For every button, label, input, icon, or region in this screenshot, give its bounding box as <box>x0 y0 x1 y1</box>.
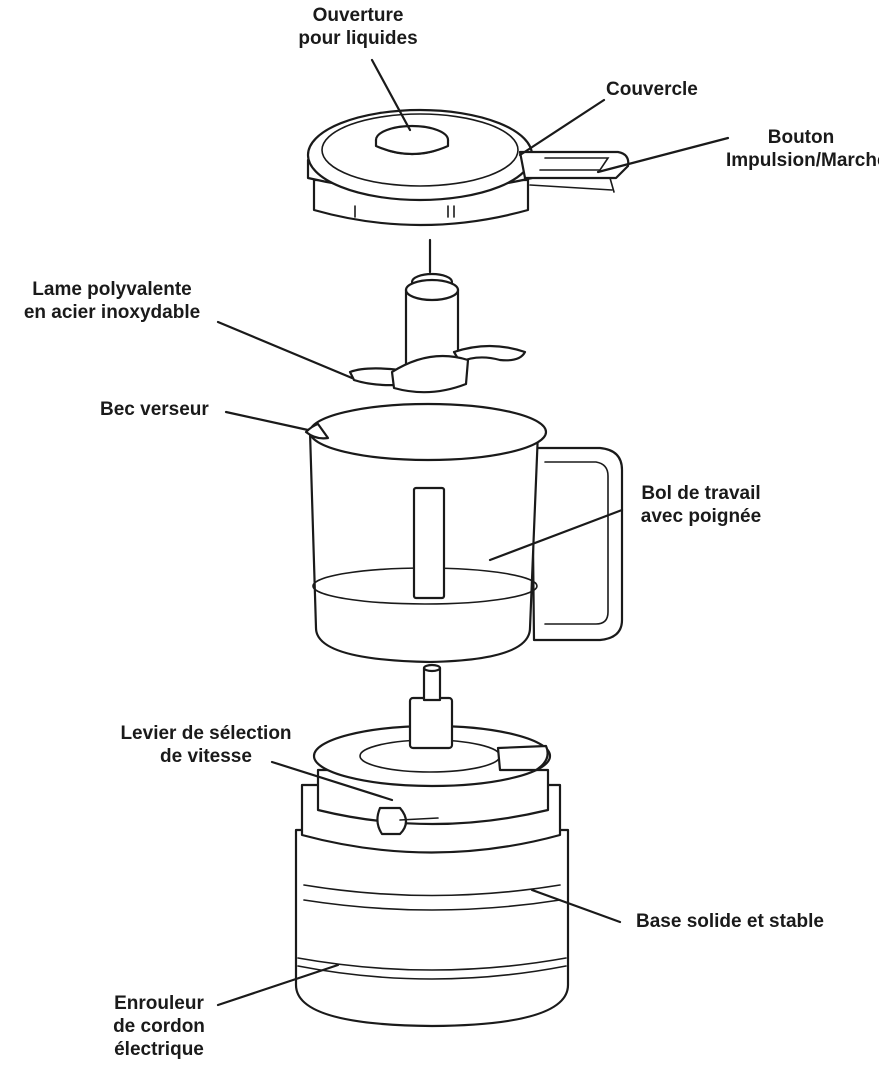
lid-part <box>306 108 630 227</box>
label-pulse-button: Bouton Impulsion/Marche <box>726 127 879 171</box>
leader-lines <box>216 58 730 1007</box>
label-bowl: Bol de travail avec poignée <box>640 483 762 527</box>
label-base: Base solide et stable <box>636 911 824 932</box>
label-speed-lever: Levier de sélection de vitesse <box>120 723 292 767</box>
leader-blade <box>216 320 354 380</box>
leader-cord-wrap <box>216 963 340 1007</box>
base-part <box>294 663 570 1028</box>
blade-part <box>348 238 527 394</box>
label-blade: Lame polyvalente en acier inoxydable <box>23 279 201 323</box>
label-lid: Couvercle <box>606 79 698 100</box>
leader-bowl <box>488 508 624 562</box>
leader-spout <box>224 410 310 432</box>
leader-lid <box>518 98 606 157</box>
leader-speed-lever <box>270 760 394 802</box>
leader-base <box>530 888 622 924</box>
leader-liquid-opening <box>370 58 412 132</box>
work-bowl-part <box>304 402 624 664</box>
label-liquid-opening: Ouverture pour liquides <box>298 5 418 49</box>
label-cord-wrap: Enrouleur de cordon électrique <box>113 993 205 1060</box>
label-spout: Bec verseur <box>100 399 209 420</box>
leader-pulse-button <box>596 136 730 174</box>
